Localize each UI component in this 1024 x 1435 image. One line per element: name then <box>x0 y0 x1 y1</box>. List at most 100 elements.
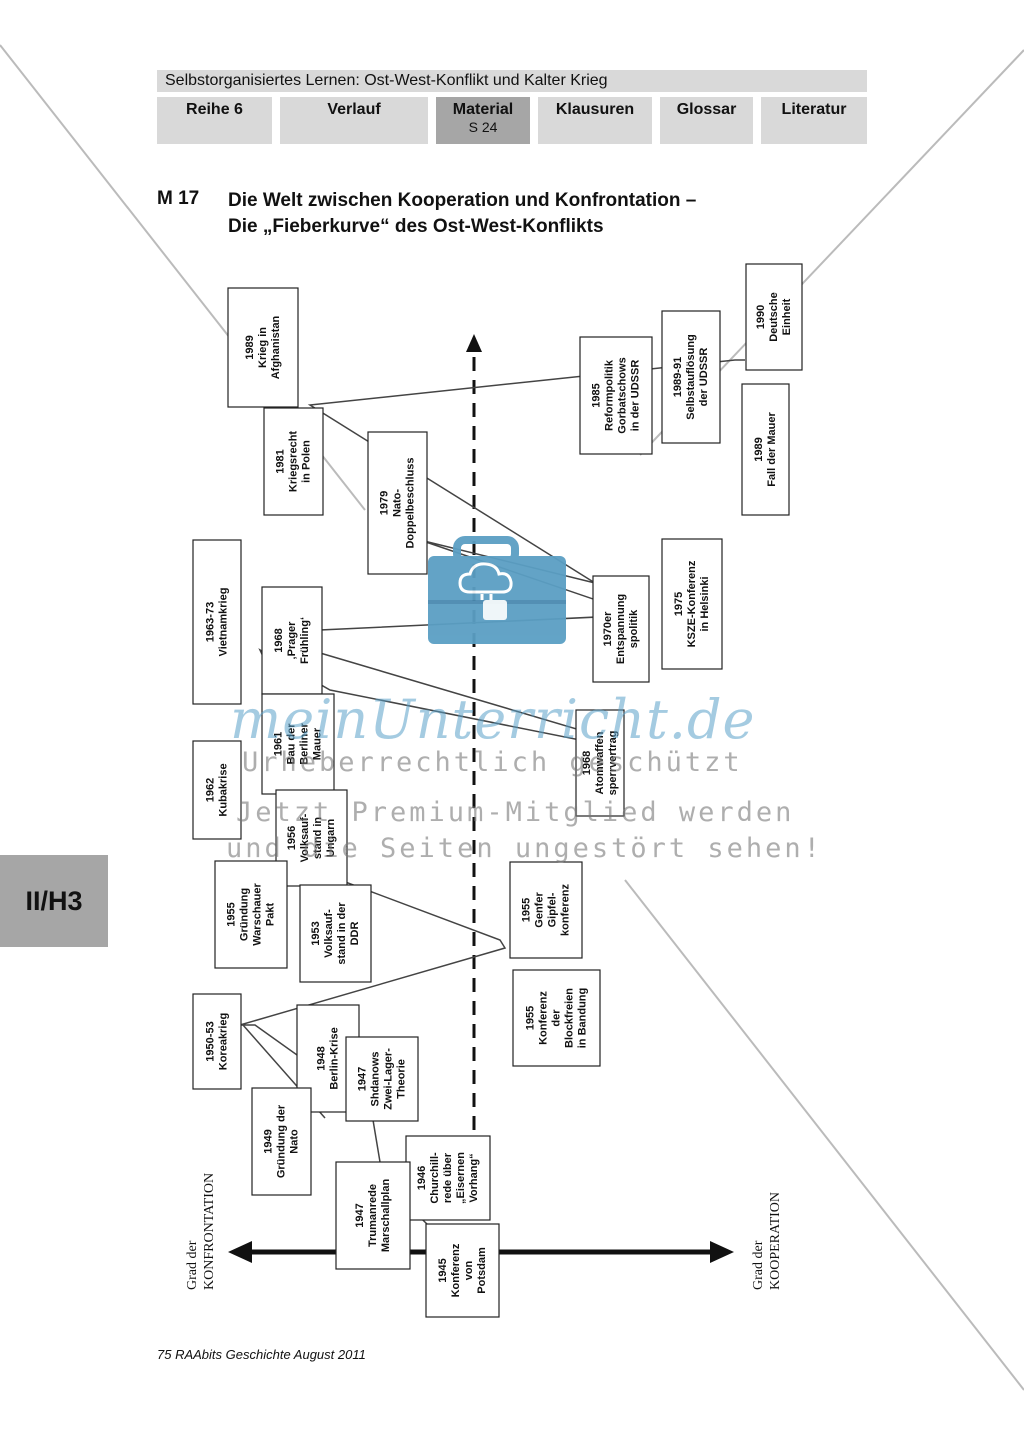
event-box-frame <box>251 1087 312 1196</box>
event-label-line: 1955 <box>226 902 238 926</box>
event-label-line: 1948 <box>316 1046 328 1070</box>
tab-label: Klausuren <box>555 101 635 118</box>
event-label-line: rede über <box>442 1152 454 1203</box>
event-label-line: Gründung <box>239 888 251 941</box>
event-label-line: 1956 <box>286 826 298 850</box>
event-label-line: Potsdam <box>476 1247 488 1294</box>
event-label-line: 1989 <box>244 335 256 359</box>
event-label-line: Volksauf- <box>323 909 335 958</box>
event-box-frame <box>263 407 324 516</box>
briefcase-icon <box>428 536 566 644</box>
event-label-line: Fall der Mauer <box>766 411 778 486</box>
event-box-frame <box>275 789 348 887</box>
event-label-line: Deutsche <box>768 292 780 342</box>
event-label-line: 1946 <box>416 1166 428 1190</box>
axis-right-label-1: Grad der <box>751 1240 766 1290</box>
event-label-line: Pakt <box>265 903 277 927</box>
event-box-frame <box>299 884 372 983</box>
event-label-line: in Helsinki <box>699 576 711 631</box>
event-label-line: Kriegsrecht <box>288 431 300 492</box>
event-label-line: Blockfreien <box>564 988 576 1048</box>
event-label-line: Volksauf- <box>299 813 311 862</box>
tab-verlauf[interactable]: Verlauf <box>280 97 428 144</box>
event-label-line: Shdanows <box>370 1051 382 1106</box>
event-label-line: 1989 <box>753 437 765 461</box>
event-label-line: Genfer <box>534 892 546 928</box>
event-label-line: Entspannung <box>615 594 627 664</box>
title-line-1: Die Welt zwischen Kooperation und Konfro… <box>228 190 697 211</box>
event-label-line: 1953 <box>310 921 322 945</box>
event-box-frame <box>227 287 299 408</box>
event-label-line: KSZE-Konferenz <box>686 560 698 647</box>
tab-glossar[interactable]: Glossar <box>660 97 753 144</box>
tab-label: Glossar <box>676 101 737 118</box>
event-box-frame <box>661 538 723 670</box>
cloud-icon <box>458 562 513 600</box>
watermark-line-1: Urheberrechtlich geschützt <box>242 747 743 778</box>
event-label-line: Marschallplan <box>380 1179 392 1253</box>
event-label-line: 1990 <box>755 305 767 329</box>
event-label-line: 1962 <box>205 778 217 802</box>
event-label-line: 1979 <box>379 491 391 515</box>
event-box-frame <box>261 693 335 795</box>
event-label-line: Mauer <box>312 727 324 760</box>
event-label-line: 1950-53 <box>205 1021 217 1061</box>
event-label-line: 1955 <box>521 898 533 922</box>
material-title: Die Welt zwischen Kooperation und Konfro… <box>228 188 696 240</box>
event-label-line: 1961 <box>273 732 285 756</box>
tab-klausuren[interactable]: Klausuren <box>538 97 652 144</box>
event-label-line: in Polen <box>301 440 313 483</box>
event-label-line: Warschauer <box>252 882 264 945</box>
event-label-line: 1985 <box>591 383 603 407</box>
event-box-frame <box>509 861 583 959</box>
event-label-line: Koreakrieg <box>218 1013 230 1070</box>
tab-label: Literatur <box>781 101 847 118</box>
event-box-frame <box>335 1161 411 1270</box>
event-label-line: Konferenz <box>450 1243 462 1297</box>
tab-reihe-6[interactable]: Reihe 6 <box>157 97 272 144</box>
event-label-line: Gorbatschows <box>617 357 629 433</box>
section-side-tab: II/H3 <box>0 855 108 947</box>
event-label-line: 1947 <box>354 1203 366 1227</box>
event-label-line: 1955 <box>525 1006 537 1030</box>
event-label-line: Berliner <box>299 722 311 764</box>
event-label-line: 1963-73 <box>205 602 217 642</box>
event-label-line: Trumanrede <box>367 1184 379 1247</box>
event-box-frame <box>367 431 428 575</box>
event-box-frame <box>192 993 242 1090</box>
event-label-line: Nato <box>289 1129 301 1154</box>
event-label-line: Kubakrise <box>218 763 230 816</box>
event-label-line: 1968 <box>581 751 593 775</box>
event-label-line: DDR <box>349 922 361 946</box>
event-label-line: 1945 <box>437 1258 449 1282</box>
event-label-line: Krieg in <box>257 327 269 368</box>
event-label-line: stand in <box>312 817 324 859</box>
event-label-line: Ungarn <box>325 818 337 857</box>
tab-label: Verlauf <box>327 101 381 118</box>
event-label-line: Vorhang“ <box>468 1153 480 1202</box>
event-label-line: Bau der <box>286 723 298 765</box>
event-label-line: spolitik <box>628 609 640 648</box>
event-label-line: Afghanistan <box>270 315 282 379</box>
event-label-line: „Eisernen <box>455 1152 467 1204</box>
event-label-line: Berlin-Krise <box>329 1027 341 1089</box>
tab-literatur[interactable]: Literatur <box>761 97 867 144</box>
event-label-line: 1975 <box>673 592 685 616</box>
